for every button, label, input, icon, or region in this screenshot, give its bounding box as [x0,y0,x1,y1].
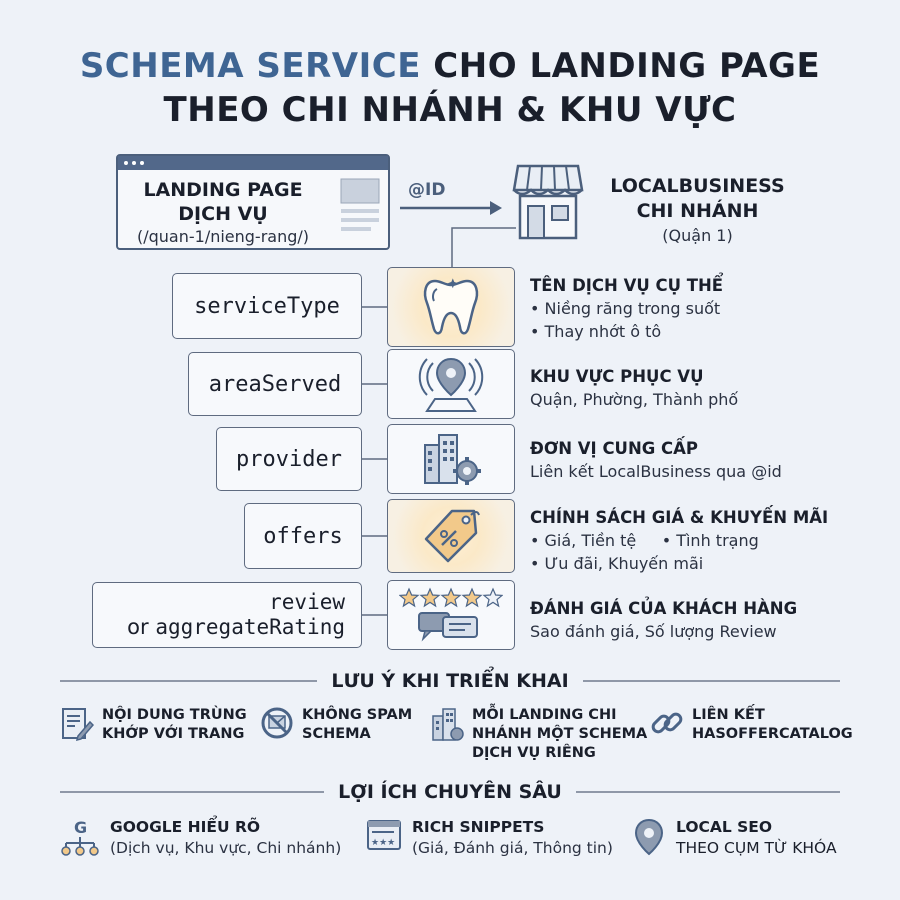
chain-link-icon [651,712,683,734]
benefit-item-1: G GOOGLE HIỂU RÕ (Dịch vụ, Khu vực, Chi … [60,817,341,859]
provider-heading: ĐƠN VỊ CUNG CẤP [530,439,699,458]
note-2-line-2: SCHEMA [302,726,371,742]
landing-page-window: LANDING PAGE DỊCH VỤ (/quan-1/nieng-rang… [116,154,390,250]
title-line-2: THEO CHI NHÁNH & KHU VỰC [163,90,737,130]
review-icon-box [387,580,515,650]
benefit-item-2: ★★★ RICH SNIPPETS (Giá, Đánh giá, Thông … [366,817,613,859]
offers-icon-box [387,499,515,573]
property-review-or: or [127,615,156,639]
svg-text:G: G [74,818,87,837]
note-4-line-1: LIÊN KẾT [692,707,765,723]
benefits-heading-text: LỢI ÍCH CHUYÊN SÂU [338,781,562,803]
areaserved-icon-box [387,349,515,419]
review-line-1: Sao đánh giá, Số lượng Review [530,622,777,641]
provider-icon-box [387,424,515,494]
benefit-2-line-1: RICH SNIPPETS [412,818,545,836]
landing-path: (/quan-1/nieng-rang/) [136,227,310,246]
property-servicetype: serviceType [172,273,362,339]
document-placeholder-icon [340,178,380,231]
property-aggregaterating-key: aggregateRating [155,615,345,639]
property-review-key: review [269,590,345,614]
title-accent: SCHEMA SERVICE [79,46,421,86]
servicetype-icon-box [387,267,515,347]
landing-page-text: LANDING PAGE DỊCH VỤ (/quan-1/nieng-rang… [118,178,328,248]
connector-line [451,227,516,272]
price-tag-icon [424,509,480,563]
localbusiness-sub: (Quận 1) [662,226,733,245]
benefit-1-line-2: (Dịch vụ, Khu vực, Chi nhánh) [110,839,342,857]
no-spam-icon [261,707,293,739]
benefit-2-line-2: (Giá, Đánh giá, Thông tin) [412,839,613,857]
areaserved-heading: KHU VỰC PHỤC VỤ [530,367,704,386]
building-gear-icon [424,434,481,485]
stars-chat-icon [399,587,503,642]
row-connector [362,458,388,460]
offers-heading: CHÍNH SÁCH GIÁ & KHUYẾN MÃI [530,508,829,527]
note-item-1: NỘI DUNG TRÙNG KHỚP VỚI TRANG [60,706,247,744]
areaserved-line-1: Quận, Phường, Thành phố [530,390,739,409]
row-connector [362,535,388,537]
note-3-line-1: MỖI LANDING CHI [472,707,617,723]
id-link-label: @ID [408,180,446,200]
row-connector [362,306,388,308]
note-item-4: LIÊN KẾT HASOFFERCATALOG [650,706,853,744]
areaserved-description: KHU VỰC PHỤC VỤ Quận, Phường, Thành phố [530,365,738,411]
offers-description: CHÍNH SÁCH GIÁ & KHUYẾN MÃI • Giá, Tiền … [530,506,828,575]
title-line-1-rest: CHO LANDING PAGE [420,46,821,86]
benefit-1-line-1: GOOGLE HIỂU RÕ [110,818,261,836]
google-network-icon: G [61,818,99,856]
branch-building-icon [432,708,464,741]
note-1-line-1: NỘI DUNG TRÙNG [102,707,247,723]
benefits-section-heading: LỢI ÍCH CHUYÊN SÂU [60,781,840,803]
note-4-line-2: HASOFFERCATALOG [692,726,853,742]
location-pin-icon [634,818,664,856]
browser-bar [118,156,388,170]
servicetype-description: TÊN DỊCH VỤ CỤ THỂ • Niềng răng trong su… [530,274,723,343]
map-pin-icon [418,357,484,412]
page-title: SCHEMA SERVICE CHO LANDING PAGE THEO CHI… [0,44,900,132]
landing-title-line-1: LANDING PAGE [143,179,303,201]
tooth-icon [423,278,479,335]
review-heading: ĐÁNH GIÁ CỦA KHÁCH HÀNG [530,599,798,618]
localbusiness-title-line-1: LOCALBUSINESS [610,175,785,197]
landing-title-line-2: DỊCH VỤ [178,203,268,225]
title-line-1: SCHEMA SERVICE CHO LANDING PAGE [0,44,900,88]
rich-snippet-icon: ★★★ [367,820,401,850]
document-edit-icon [62,708,94,742]
localbusiness-title-line-2: CHI NHÁNH [636,200,759,222]
arrow-right-icon [400,201,502,215]
row-connector [362,614,388,616]
svg-text:★★★: ★★★ [371,838,395,848]
note-1-line-2: KHỚP VỚI TRANG [102,726,245,742]
note-item-2: KHÔNG SPAM SCHEMA [260,706,412,744]
servicetype-line-1: • Niềng răng trong suốt [530,299,721,318]
store-icon [512,164,584,240]
property-review: review or aggregateRating [92,582,362,648]
offers-line-1: • Giá, Tiền tệ • Tình trạng [530,531,759,550]
notes-section-heading: LƯU Ý KHI TRIỂN KHAI [60,670,841,692]
note-2-line-1: KHÔNG SPAM [302,707,413,723]
row-connector [362,383,388,385]
servicetype-line-2: • Thay nhớt ô tô [530,322,662,341]
property-offers: offers [244,503,362,569]
benefit-item-3: LOCAL SEO THEO CỤM TỪ KHÓA [632,817,837,859]
note-3-line-2: NHÁNH MỘT SCHEMA [472,726,648,742]
review-description: ĐÁNH GIÁ CỦA KHÁCH HÀNG Sao đánh giá, Số… [530,597,797,643]
property-provider: provider [216,427,362,491]
localbusiness-block: LOCALBUSINESS CHI NHÁNH (Quận 1) [585,174,810,248]
note-item-3: MỖI LANDING CHI NHÁNH MỘT SCHEMA DỊCH VỤ… [430,706,647,763]
provider-line-1: Liên kết LocalBusiness qua @id [530,462,782,481]
provider-description: ĐƠN VỊ CUNG CẤP Liên kết LocalBusiness q… [530,437,782,483]
notes-heading-text: LƯU Ý KHI TRIỂN KHAI [331,670,569,692]
offers-line-2: • Ưu đãi, Khuyến mãi [530,554,704,573]
servicetype-heading: TÊN DỊCH VỤ CỤ THỂ [530,276,724,295]
benefit-3-line-2: THEO CỤM TỪ KHÓA [676,839,837,857]
property-areaserved: areaServed [188,352,362,416]
note-3-line-3: DỊCH VỤ RIÊNG [472,745,596,761]
benefit-3-line-1: LOCAL SEO [676,818,773,836]
